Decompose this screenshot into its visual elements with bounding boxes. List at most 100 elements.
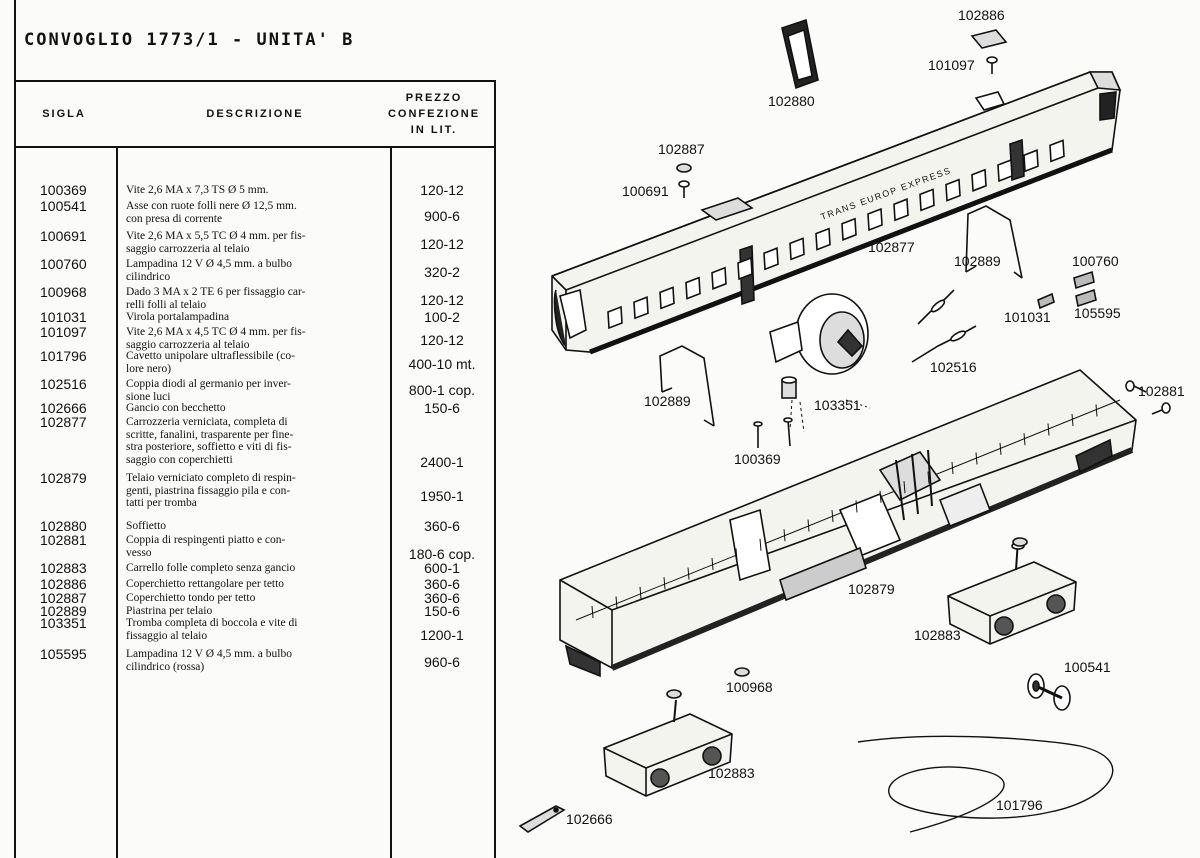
label-100369: 100369 [734, 451, 781, 467]
part-description-line: Lampadina 12 V Ø 4,5 mm. a bulbo [126, 258, 292, 270]
coupler-drawing [518, 805, 566, 833]
part-price: 120-12 [420, 236, 464, 252]
part-description: Vite 2,6 MA x 7,3 TS Ø 5 mm. [126, 184, 388, 197]
label-102889-upper: 102889 [954, 253, 1001, 269]
buffers-drawing [1125, 380, 1171, 415]
part-description: Telaio verniciato completo di respin-gen… [126, 472, 388, 510]
frame-header-top [14, 80, 496, 82]
label-102883-left: 102883 [708, 765, 755, 781]
part-price: 600-1 [424, 560, 460, 576]
part-code: 102879 [40, 470, 87, 486]
part-description-line: genti, piastrina fissaggio pila e con- [126, 484, 291, 497]
part-description-line: Tromba completa di boccola e vite di [126, 617, 298, 629]
part-description: Vite 2,6 MA x 5,5 TC Ø 4 mm. per fis-sag… [126, 230, 388, 255]
header-prezzo-line-2: CONFEZIONE [387, 108, 481, 120]
part-price: 1200-1 [420, 627, 464, 643]
label-101031: 101031 [1004, 309, 1051, 325]
part-description: Vite 2,6 MA x 4,5 TC Ø 4 mm. per fis-sag… [126, 326, 388, 351]
chassis-tick [951, 461, 954, 475]
chassis-tick [711, 557, 714, 571]
part-code: 100968 [40, 284, 87, 300]
round-cover-drawing [676, 163, 692, 173]
part-description: Gancio con becchetto [126, 402, 388, 415]
part-price: 180-6 cop. [408, 546, 476, 562]
part-price: 360-6 [424, 590, 460, 606]
carriage-window [997, 158, 1013, 183]
carriage-window [633, 296, 649, 320]
chassis-drawing [559, 369, 1137, 678]
chassis-tick [807, 519, 810, 532]
part-description-line: Coppia diodi al germanio per inver- [126, 378, 291, 390]
part-description: Virola portalampadina [126, 311, 388, 324]
part-description-line: Carrello folle completo senza gancio [126, 562, 296, 574]
header-sigla: SIGLA [42, 108, 86, 120]
part-price: 150-6 [424, 400, 460, 416]
frame-right-border [494, 80, 496, 858]
part-description-line: sione luci [126, 390, 171, 403]
chassis-tick [735, 548, 738, 561]
plate-102889-upper-drawing [965, 205, 1023, 279]
part-description-line: tatti per tromba [126, 497, 197, 509]
carriage-windows [607, 139, 1065, 330]
part-code: 102887 [40, 590, 87, 606]
carriage-window [737, 256, 753, 281]
chassis-tick [591, 605, 594, 619]
chassis-tick [639, 586, 642, 599]
carriage-window [1049, 139, 1065, 163]
part-description-line: saggio carrozzeria al telaio [126, 242, 250, 255]
carriage-window [919, 188, 935, 212]
axle-drawing [1027, 673, 1071, 711]
part-price: 100-2 [424, 309, 460, 325]
part-description-line: scritte, fanalini, trasparente per fine- [126, 428, 294, 441]
part-code: 102889 [40, 603, 87, 619]
part-description-line: vesso [126, 546, 152, 559]
part-code: 102516 [40, 376, 87, 392]
part-description-line: Piastrina per telaio [126, 605, 213, 617]
part-description-line: stra posteriore, soffietto e viti di fis… [126, 441, 292, 453]
part-description-line: Virola portalampadina [126, 311, 230, 323]
label-102516: 102516 [930, 359, 977, 375]
chassis-tick [663, 577, 666, 590]
part-description-line: Vite 2,6 MA x 7,3 TS Ø 5 mm. [126, 184, 269, 196]
part-description-line: Vite 2,6 MA x 4,5 TC Ø 4 mm. per fis- [126, 326, 306, 338]
carriage-window [1023, 149, 1039, 173]
label-102889-lower: 102889 [644, 393, 691, 409]
label-102883-right: 102883 [914, 627, 961, 643]
part-description: Coppia diodi al germanio per inver-sione… [126, 378, 388, 403]
chassis-interior-ticks [591, 404, 1098, 619]
chassis-tick [759, 538, 762, 551]
frame-col-divider-1 [116, 148, 118, 858]
part-price: 150-6 [424, 603, 460, 619]
part-price: 120-12 [420, 292, 464, 308]
part-description: Cavetto unipolare ultraflessibile (co-lo… [126, 350, 388, 375]
chassis-tick [855, 500, 858, 513]
screw-100691-drawing [678, 180, 690, 198]
part-description-line: Asse con ruote folli nere Ø 12,5 mm. [126, 200, 297, 212]
header-prezzo-line-3: IN LIT. [410, 124, 458, 136]
label-101796: 101796 [996, 797, 1043, 813]
page-title: CONVOGLIO 1773/1 - UNITA' B [24, 30, 355, 50]
bogie-left-drawing [603, 689, 733, 797]
part-code: 102877 [40, 414, 87, 430]
carriage-window [815, 227, 831, 251]
part-description: Asse con ruote folli nere Ø 12,5 mm.con … [126, 200, 388, 225]
part-price: 960-6 [424, 654, 460, 670]
part-description: Coperchietto tondo per tetto [126, 592, 388, 605]
part-code: 102881 [40, 532, 87, 548]
label-102877: 102877 [868, 239, 915, 255]
part-description-line: Vite 2,6 MA x 5,5 TC Ø 4 mm. per fis- [126, 230, 306, 242]
part-code: 103351 [40, 615, 87, 631]
part-description: Coppia di respingenti piatto e con-vesso [126, 534, 388, 559]
part-price: 1950-1 [420, 488, 464, 504]
part-code: 102883 [40, 560, 87, 576]
part-description-line: cilindrico (rossa) [126, 660, 205, 673]
label-102886: 102886 [958, 7, 1005, 23]
header-descrizione: DESCRIZIONE [206, 108, 304, 120]
diodes-drawing [911, 289, 977, 363]
part-description-line: lore nero) [126, 362, 172, 375]
